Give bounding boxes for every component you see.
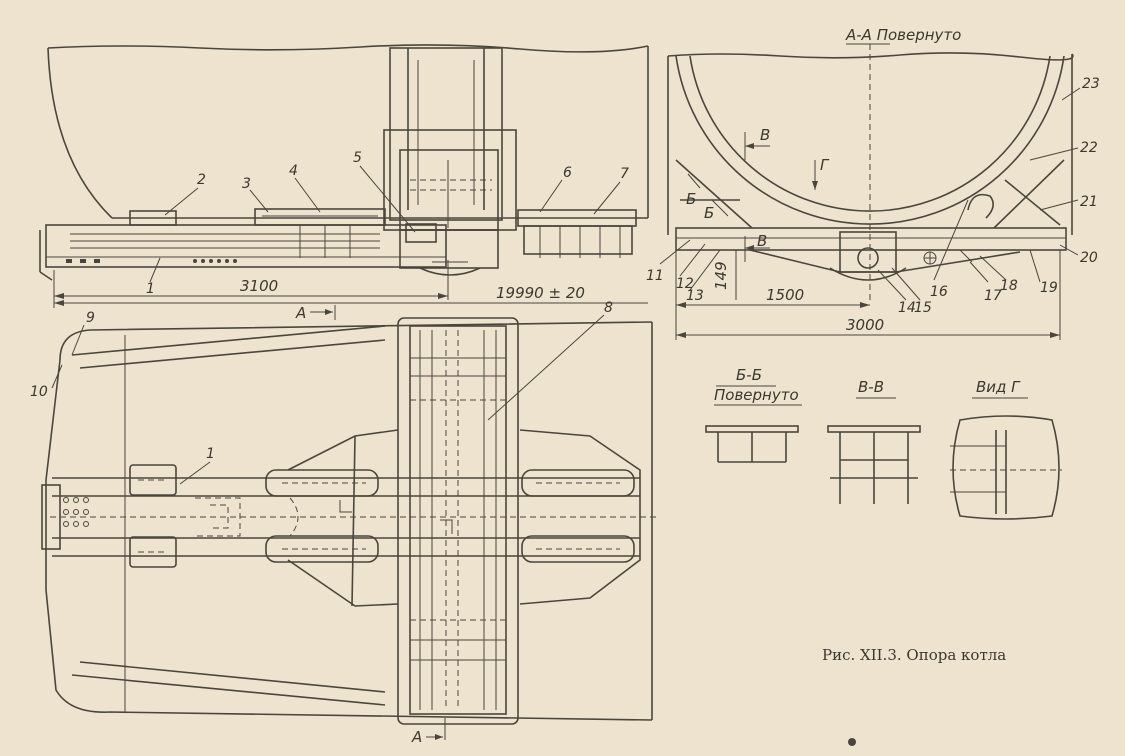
part-number: 21 [1080,194,1098,210]
part-number: 1 [146,281,155,297]
part-number: 9 [86,310,95,326]
section-mark-b2: Б [704,204,714,222]
dim-3000: 3000 [846,316,884,334]
side-view: 3100 19990 ± 20 1 2 3 4 5 6 7 [39,44,649,308]
part-number: 20 [1080,250,1098,266]
section-a-a-title: А-А Повернуто [845,26,961,44]
section-b-b-subtitle: Повернуто [714,386,799,404]
view-g-title: Вид Г [976,378,1021,396]
dim-3100: 3100 [240,277,278,295]
part-number: 4 [289,163,298,179]
part-number: 2 [197,172,206,188]
part-number: 10 [30,384,48,400]
rivet-row [66,259,237,263]
part-number: 12 [676,276,694,292]
part-number: 14 [898,300,916,316]
end-plate-holes [63,497,89,527]
section-b-b: Б-Б Повернуто [705,366,802,463]
paper-spot [848,738,856,746]
plan-view: А А [30,300,660,746]
section-mark-v1: В [760,126,770,144]
section-a-a: А-А Повернуто В В [646,26,1100,340]
figure-caption: Рис. XII.3. Опора котла [822,646,1006,664]
part-number: 6 [563,165,572,181]
part-number: 5 [353,150,362,166]
part-number: 17 [984,288,1002,304]
part-number: 3 [242,176,251,192]
part-number: 16 [930,284,948,300]
section-v-v: В-В [827,378,921,504]
view-g: Вид Г [950,378,1062,520]
part-number: 8 [604,300,613,316]
section-b-b-title: Б-Б [736,366,762,384]
part-number: 1 [206,446,215,462]
section-mark-b1: Б [686,190,696,208]
part-number: 7 [620,166,629,182]
dim-19990: 19990 ± 20 [496,284,585,302]
part-number: 23 [1082,76,1100,92]
part-number: 11 [646,268,664,284]
section-mark-v2: В [757,232,767,250]
section-v-v-title: В-В [858,378,884,396]
part-number: 18 [1000,278,1018,294]
section-mark-g: Г [820,156,830,174]
part-number: 15 [914,300,932,316]
section-mark-a-top: А [295,304,306,322]
part-number: 19 [1040,280,1058,296]
section-mark-a-bottom: А [411,728,422,746]
part-number: 22 [1080,140,1098,156]
part-number: 13 [686,288,704,304]
dim-149: 149 [712,261,730,290]
dim-1500: 1500 [766,286,804,304]
